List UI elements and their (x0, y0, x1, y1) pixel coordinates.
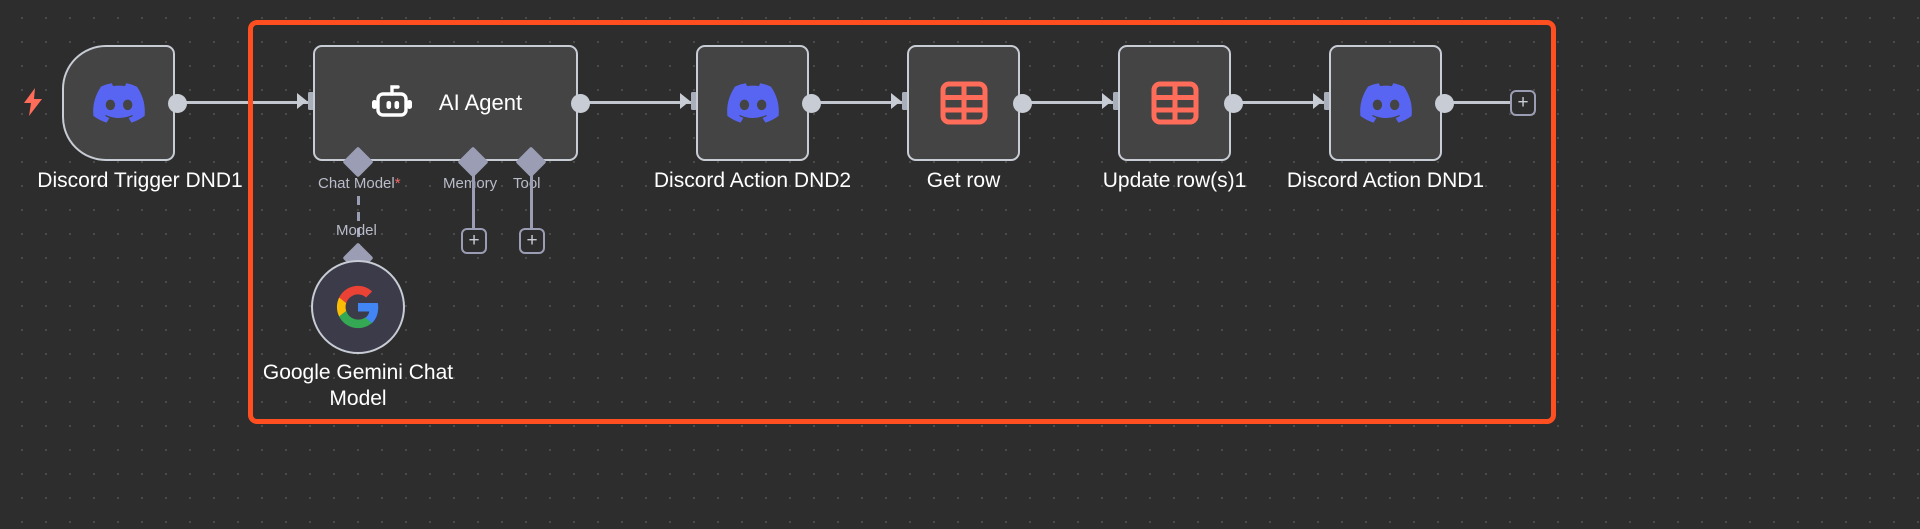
node-discord-action-dnd1[interactable] (1329, 45, 1442, 161)
robot-icon (369, 81, 415, 125)
node-google-gemini-chat-model[interactable] (311, 260, 405, 354)
discord-icon (1359, 83, 1412, 123)
wire-discord1-to-plus (1442, 101, 1510, 104)
output-dot-ai-agent[interactable] (571, 94, 590, 113)
node-label-discord-action-dnd2: Discord Action DND2 (653, 169, 852, 192)
connection-label-model: Model (336, 222, 377, 239)
wire-updaterow-to-discord1 (1231, 101, 1329, 104)
google-g-icon (335, 284, 381, 330)
sub-wire-tool (530, 172, 533, 228)
output-dot-discord-action-dnd1[interactable] (1435, 94, 1454, 113)
required-asterisk: * (394, 175, 401, 192)
wire-agent-to-discord2 (578, 101, 696, 104)
wire-trigger-to-agent (180, 101, 313, 104)
node-title-ai-agent: AI Agent (438, 90, 523, 115)
node-discord-trigger-dnd1[interactable] (62, 45, 175, 161)
node-label-discord-trigger-dnd1: Discord Trigger DND1 (37, 169, 243, 192)
input-arrow-update-rows-1[interactable] (1101, 90, 1123, 112)
sub-connector-label-memory: Memory (443, 175, 498, 192)
add-memory-node-button[interactable]: + (461, 228, 487, 254)
node-get-row[interactable] (907, 45, 1020, 161)
sub-connector-label-tool: Tool (513, 175, 541, 192)
table-grid-icon (940, 79, 988, 127)
discord-icon (726, 83, 779, 123)
input-arrow-discord-action-dnd1[interactable] (1312, 90, 1334, 112)
node-discord-action-dnd2[interactable] (696, 45, 809, 161)
node-label-discord-action-dnd1: Discord Action DND1 (1286, 169, 1485, 192)
node-update-rows-1[interactable] (1118, 45, 1231, 161)
output-dot-get-row[interactable] (1013, 94, 1032, 113)
discord-icon (92, 83, 145, 123)
input-arrow-ai-agent[interactable] (296, 90, 318, 112)
lightning-bolt-icon (22, 88, 44, 116)
add-tool-node-button[interactable]: + (519, 228, 545, 254)
input-arrow-discord-action-dnd2[interactable] (679, 90, 701, 112)
input-arrow-get-row[interactable] (890, 90, 912, 112)
output-dot-discord-action-dnd2[interactable] (802, 94, 821, 113)
wire-getrow-to-updaterow (1020, 101, 1118, 104)
output-dot-update-rows-1[interactable] (1224, 94, 1243, 113)
sub-wire-memory (472, 172, 475, 228)
node-ai-agent[interactable]: AI Agent (313, 45, 578, 161)
wire-discord2-to-getrow (809, 101, 907, 104)
table-grid-icon (1151, 79, 1199, 127)
node-label-get-row: Get row (926, 169, 1001, 192)
output-dot-discord-trigger-dnd1[interactable] (168, 94, 187, 113)
node-label-google-gemini-chat-model: Google Gemini Chat Model (262, 361, 454, 410)
node-label-update-rows-1: Update row(s)1 (1102, 169, 1247, 192)
add-next-node-button[interactable]: + (1510, 90, 1536, 116)
sub-wire-chat-model (357, 196, 360, 260)
sub-connector-label-chat-model: Chat Model* (318, 175, 401, 192)
